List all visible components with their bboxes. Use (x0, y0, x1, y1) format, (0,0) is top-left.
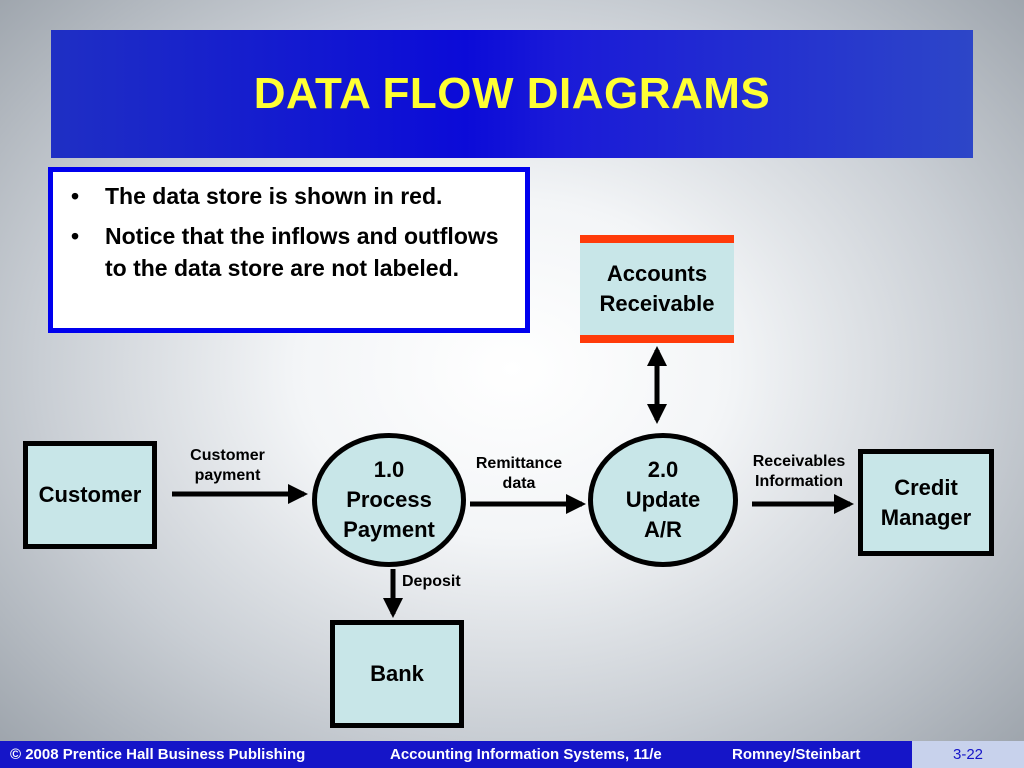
entity-customer-label: Customer (38, 482, 142, 507)
bullet-item: Notice that the inflows and outflows to … (71, 220, 525, 284)
footer-page-number: 3-22 (912, 741, 1024, 768)
flow-label-line: Information (755, 473, 843, 490)
process-1-process-payment: 1.0 Process Payment (312, 433, 466, 567)
flow-label-receivables-information: Receivables Information (738, 452, 860, 492)
flow-label-line: Remittance (475, 455, 563, 472)
flow-label-customer-payment: Customer payment (170, 446, 285, 486)
entity-bank: Bank (330, 620, 464, 728)
data-store-label-line1: Accounts (606, 261, 708, 286)
flow-label-line: Receivables (752, 453, 846, 470)
flow-label-line: data (502, 475, 536, 492)
flow-label-line: payment (194, 467, 261, 484)
process-2-update-ar: 2.0 Update A/R (588, 433, 738, 567)
entity-customer: Customer (23, 441, 157, 549)
footer-book-title: Accounting Information Systems, 11/e (390, 746, 662, 763)
entity-credit-manager-line2: Manager (880, 504, 972, 530)
process-2-line3: A/R (644, 517, 682, 542)
flow-label-line: Customer (190, 447, 265, 464)
entity-credit-manager: Credit Manager (858, 449, 994, 556)
flow-label-deposit: Deposit (402, 572, 482, 592)
page-number-text: 3-22 (952, 746, 984, 763)
bullet-item: The data store is shown in red. (71, 180, 525, 212)
process-1-line2: Process (346, 487, 432, 512)
flow-label-remittance-data: Remittance data (462, 454, 576, 494)
footer-copyright: © 2008 Prentice Hall Business Publishing (10, 746, 306, 763)
title-bar: DATA FLOW DIAGRAMS (51, 30, 973, 158)
footer-authors: Romney/Steinbart (732, 746, 861, 763)
data-store-accounts-receivable: Accounts Receivable (580, 235, 734, 343)
process-2-number: 2.0 (647, 457, 679, 482)
bullet-box: The data store is shown in red. Notice t… (48, 167, 530, 333)
data-store-label-line2: Receivable (599, 291, 715, 316)
footer-bar: © 2008 Prentice Hall Business Publishing… (0, 741, 1024, 768)
slide-title: DATA FLOW DIAGRAMS (253, 69, 771, 118)
bullet-list: The data store is shown in red. Notice t… (53, 172, 525, 284)
entity-bank-label: Bank (370, 661, 424, 686)
process-1-line3: Payment (343, 517, 435, 542)
process-1-number: 1.0 (373, 457, 405, 482)
entity-credit-manager-line1: Credit (894, 474, 958, 500)
process-2-line2: Update (625, 487, 701, 512)
flow-label-line: Deposit (402, 573, 461, 590)
